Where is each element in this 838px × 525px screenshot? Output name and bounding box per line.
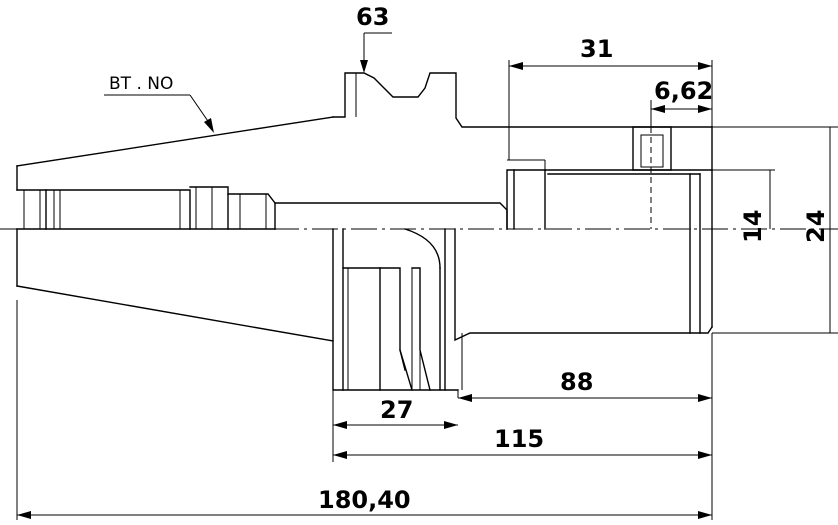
designation-leader [104, 94, 214, 133]
overall-length-label: 180,40 [318, 486, 411, 514]
outer-diameter-label: 24 [802, 210, 830, 243]
bore-depth-label: 6,62 [654, 77, 713, 105]
flange-upper [332, 72, 713, 128]
bore-diameter-label: 14 [739, 210, 767, 243]
flange-lower [332, 228, 713, 391]
flange-diameter-label: 63 [356, 3, 389, 31]
dimension-63 [360, 32, 392, 73]
flange-width-label: 27 [380, 396, 413, 424]
extension-lines [16, 60, 838, 520]
dimension-180-40 [17, 511, 712, 519]
chuck-nose [506, 126, 713, 334]
designation-label: BT . NO [109, 74, 173, 94]
projection-length-label: 31 [580, 35, 613, 63]
taper-bore [274, 202, 508, 230]
taper-shank [16, 116, 334, 342]
dimension-31 [509, 62, 712, 70]
dimension-6-62 [651, 105, 712, 113]
dimension-115 [333, 451, 712, 459]
body-length-label: 115 [494, 425, 544, 453]
dimension-27 [333, 421, 458, 429]
gauge-length-label: 88 [560, 368, 593, 396]
dimension-88 [458, 394, 712, 402]
pull-stud [16, 186, 276, 230]
set-screw-pocket [632, 126, 672, 229]
